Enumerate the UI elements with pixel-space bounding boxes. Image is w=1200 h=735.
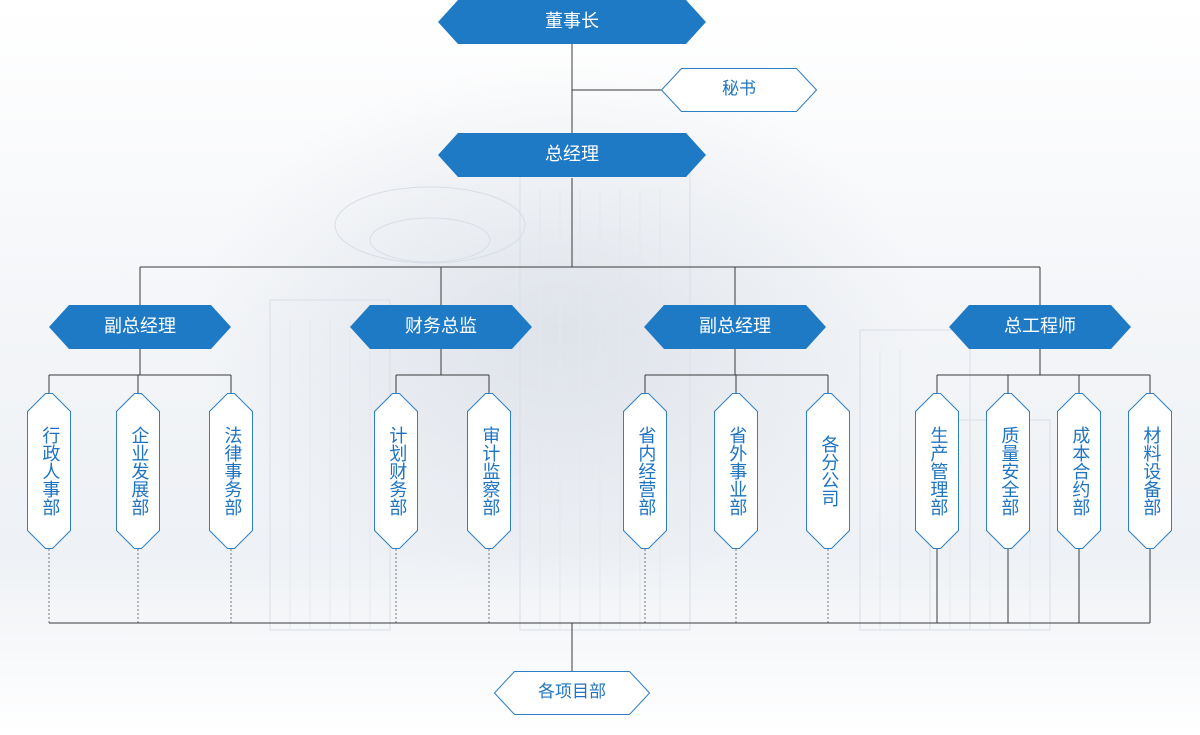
department-node-1-1-outline: [467, 393, 511, 549]
department-node-2-1-label: 省外事业部: [726, 426, 748, 516]
department-node-0-2-shape: [209, 393, 253, 549]
manager-node-2: 副总经理: [644, 305, 826, 349]
general-manager-node-label: 总经理: [545, 143, 599, 165]
manager-node-2-shape: [644, 305, 826, 349]
department-node-1-0-shape: [374, 393, 418, 549]
department-node-0-2: 法律事务部: [209, 393, 253, 549]
department-node-0-0-outline: [27, 393, 71, 549]
department-node-1-0: 计划财务部: [374, 393, 418, 549]
department-node-3-0-shape: [915, 393, 959, 549]
general-manager-node-shape: [438, 133, 706, 177]
department-node-3-2-outline: [1057, 393, 1101, 549]
department-node-2-2-shape: [806, 393, 850, 549]
chairman-node-label: 董事长: [545, 10, 599, 32]
department-node-0-0-label: 行政人事部: [39, 426, 61, 516]
department-node-3-2-shape: [1057, 393, 1101, 549]
secretary-node-shape: [661, 68, 817, 112]
projects-node: 各项目部: [494, 671, 650, 715]
department-node-1-1-label: 审计监察部: [479, 426, 501, 516]
chairman-node-outline: [438, 0, 706, 44]
department-node-3-0: 生产管理部: [915, 393, 959, 549]
department-node-3-3: 材料设备部: [1128, 393, 1172, 549]
department-node-1-0-label: 计划财务部: [386, 426, 408, 516]
department-node-2-2-label: 各分公司: [818, 435, 840, 507]
department-node-2-1-outline: [714, 393, 758, 549]
department-node-0-1-label: 企业发展部: [128, 426, 150, 516]
department-node-3-3-shape: [1128, 393, 1172, 549]
department-node-2-1-shape: [714, 393, 758, 549]
department-node-3-3-label: 材料设备部: [1140, 426, 1162, 516]
department-node-3-3-outline: [1128, 393, 1172, 549]
manager-node-0-shape: [49, 305, 231, 349]
department-node-3-1-outline: [986, 393, 1030, 549]
manager-node-3-label: 总工程师: [1004, 315, 1076, 337]
chairman-node: 董事长: [438, 0, 706, 44]
department-node-0-2-label: 法律事务部: [221, 426, 243, 516]
department-node-2-1: 省外事业部: [714, 393, 758, 549]
projects-node-shape: [494, 671, 650, 715]
projects-node-label: 各项目部: [538, 682, 606, 703]
department-node-0-1-outline: [116, 393, 160, 549]
manager-node-0-outline: [49, 305, 231, 349]
department-node-3-0-outline: [915, 393, 959, 549]
general-manager-node-outline: [438, 133, 706, 177]
department-node-3-1-label: 质量安全部: [998, 426, 1020, 516]
manager-node-1: 财务总监: [350, 305, 532, 349]
department-node-0-2-outline: [209, 393, 253, 549]
manager-node-0-label: 副总经理: [104, 315, 176, 337]
department-node-3-1-shape: [986, 393, 1030, 549]
projects-node-outline: [494, 671, 650, 715]
secretary-node: 秘书: [661, 68, 817, 112]
manager-node-3-outline: [949, 305, 1131, 349]
manager-node-1-label: 财务总监: [405, 315, 477, 337]
department-node-0-0: 行政人事部: [27, 393, 71, 549]
department-node-2-2: 各分公司: [806, 393, 850, 549]
department-node-2-2-outline: [806, 393, 850, 549]
department-node-1-1-shape: [467, 393, 511, 549]
manager-node-1-shape: [350, 305, 532, 349]
department-node-1-0-outline: [374, 393, 418, 549]
department-node-0-1: 企业发展部: [116, 393, 160, 549]
manager-node-0: 副总经理: [49, 305, 231, 349]
department-node-3-2: 成本合约部: [1057, 393, 1101, 549]
secretary-node-label: 秘书: [722, 79, 756, 100]
manager-node-3: 总工程师: [949, 305, 1131, 349]
department-node-2-0-shape: [623, 393, 667, 549]
manager-node-2-outline: [644, 305, 826, 349]
manager-node-3-shape: [949, 305, 1131, 349]
secretary-node-outline: [661, 68, 817, 112]
department-node-2-0-label: 省内经营部: [635, 426, 657, 516]
department-node-3-1: 质量安全部: [986, 393, 1030, 549]
department-node-1-1: 审计监察部: [467, 393, 511, 549]
department-node-3-2-label: 成本合约部: [1069, 426, 1091, 516]
department-node-0-0-shape: [27, 393, 71, 549]
department-node-2-0-outline: [623, 393, 667, 549]
manager-node-2-label: 副总经理: [699, 315, 771, 337]
manager-node-1-outline: [350, 305, 532, 349]
department-node-2-0: 省内经营部: [623, 393, 667, 549]
department-node-0-1-shape: [116, 393, 160, 549]
chairman-node-shape: [438, 0, 706, 44]
department-node-3-0-label: 生产管理部: [927, 426, 949, 516]
general-manager-node: 总经理: [438, 133, 706, 177]
